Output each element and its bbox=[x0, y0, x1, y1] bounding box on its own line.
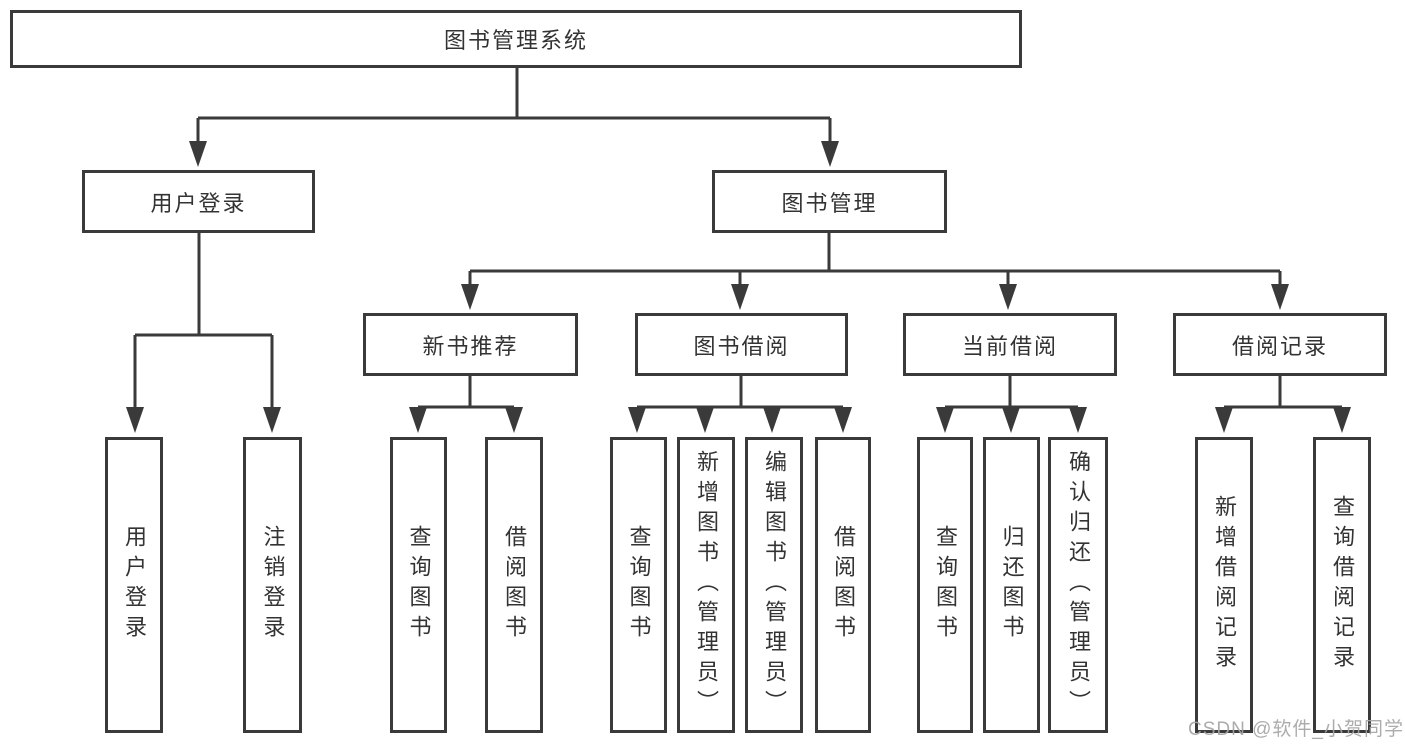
leaf-query-books-recommend: 查询图书 bbox=[390, 437, 447, 733]
node-new-book-recommend-label: 新书推荐 bbox=[422, 333, 519, 359]
node-current-borrow: 当前借阅 bbox=[903, 313, 1117, 376]
leaf-logout: 注销登录 bbox=[243, 437, 302, 733]
leaf-add-borrow-record: 新增借阅记录 bbox=[1195, 437, 1253, 733]
node-book-borrow: 图书借阅 bbox=[635, 313, 848, 376]
connector-current-borrow-to-leaves bbox=[943, 376, 1080, 414]
node-borrow-records-label: 借阅记录 bbox=[1231, 333, 1328, 359]
node-book-management: 图书管理 bbox=[712, 170, 947, 233]
connector-root-to-level2 bbox=[196, 68, 832, 148]
connector-borrow-records-to-leaves bbox=[1222, 376, 1344, 414]
leaf-return-books-label: 归还图书 bbox=[999, 525, 1025, 645]
leaf-borrow-books-recommend: 借阅图书 bbox=[485, 437, 543, 733]
node-borrow-records: 借阅记录 bbox=[1173, 313, 1387, 376]
node-current-borrow-label: 当前借阅 bbox=[961, 333, 1058, 359]
leaf-user-login-label: 用户登录 bbox=[122, 525, 147, 645]
connector-book-management-to-level3 bbox=[468, 233, 1282, 291]
leaf-query-borrow-record: 查询借阅记录 bbox=[1313, 437, 1371, 733]
connector-book-borrow-to-leaves bbox=[635, 376, 845, 414]
node-library-system-label: 图书管理系统 bbox=[443, 28, 588, 53]
connector-new-book-recommend-to-leaves bbox=[416, 376, 516, 414]
leaf-add-books-admin: 新增图书（管理员） bbox=[677, 437, 735, 733]
node-library-system: 图书管理系统 bbox=[10, 10, 1022, 68]
connector-user-login-to-leaves bbox=[133, 233, 274, 414]
csdn-watermark: CSDN @软件_小贺同学 bbox=[1188, 719, 1404, 740]
leaf-query-books-recommend-label: 查询图书 bbox=[406, 525, 432, 645]
leaf-query-books-borrow: 查询图书 bbox=[610, 437, 667, 733]
leaf-query-books-current-label: 查询图书 bbox=[933, 525, 958, 645]
leaf-query-books-borrow-label: 查询图书 bbox=[626, 525, 652, 645]
node-book-borrow-label: 图书借阅 bbox=[693, 333, 790, 359]
leaf-logout-label: 注销登录 bbox=[260, 525, 286, 645]
leaf-query-borrow-record-label: 查询借阅记录 bbox=[1330, 495, 1355, 675]
leaf-confirm-return-admin-label: 确认归还（管理员） bbox=[1066, 450, 1091, 720]
node-user-login-label: 用户登录 bbox=[150, 190, 247, 216]
leaf-query-books-current: 查询图书 bbox=[917, 437, 973, 733]
leaf-edit-books-admin-label: 编辑图书（管理员） bbox=[762, 450, 787, 720]
leaf-add-borrow-record-label: 新增借阅记录 bbox=[1212, 495, 1237, 675]
node-new-book-recommend: 新书推荐 bbox=[363, 313, 578, 376]
leaf-borrow-books-recommend-label: 借阅图书 bbox=[502, 525, 527, 645]
leaf-confirm-return-admin: 确认归还（管理员） bbox=[1048, 437, 1108, 733]
leaf-return-books: 归还图书 bbox=[983, 437, 1040, 733]
leaf-user-login: 用户登录 bbox=[105, 437, 163, 733]
node-user-login: 用户登录 bbox=[82, 170, 315, 233]
leaf-borrow-books: 借阅图书 bbox=[815, 437, 871, 733]
leaf-borrow-books-label: 借阅图书 bbox=[831, 525, 856, 645]
leaf-edit-books-admin: 编辑图书（管理员） bbox=[745, 437, 803, 733]
leaf-add-books-admin-label: 新增图书（管理员） bbox=[694, 450, 719, 720]
node-book-management-label: 图书管理 bbox=[781, 190, 878, 216]
